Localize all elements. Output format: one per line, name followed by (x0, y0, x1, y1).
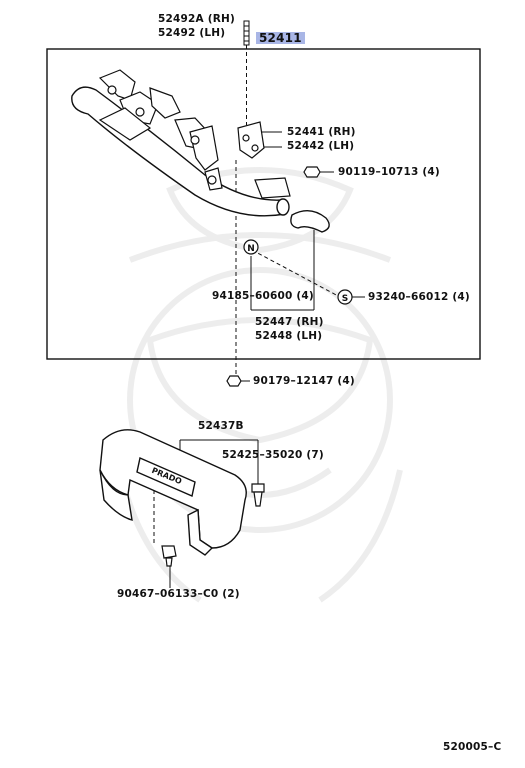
marker-n-letter: N (247, 244, 255, 254)
clip-52425 (251, 483, 265, 507)
label-90179: 90179–12147 (4) (253, 375, 355, 387)
label-90119: 90119–10713 (4) (338, 166, 440, 178)
label-52437b: 52437B (198, 420, 244, 432)
clip-90467 (161, 545, 177, 567)
label-52492: 52492 (LH) (158, 27, 226, 39)
label-94185: 94185–60600 (4) (212, 290, 314, 302)
label-52448: 52448 (LH) (255, 330, 323, 342)
bracket-52447 (98, 69, 291, 199)
marker-n-circle (243, 239, 259, 255)
marker-s-circle (337, 289, 353, 305)
label-52441: 52441 (RH) (287, 126, 356, 138)
label-90467: 90467–06133–C0 (2) (117, 588, 240, 600)
label-52492a: 52492A (RH) (158, 13, 235, 25)
nut-90179 (226, 375, 242, 387)
stud-52492 (243, 20, 250, 46)
label-52425: 52425–35020 (7) (222, 449, 324, 461)
bumper-guard: PRADO (99, 429, 247, 556)
bracket-52441 (237, 121, 265, 159)
bolt-90119 (303, 166, 321, 178)
diagram-code: 520005–C (443, 741, 502, 753)
marker-s-letter: S (342, 294, 348, 304)
label-52442: 52442 (LH) (287, 140, 355, 152)
assembly-frame (46, 48, 481, 360)
label-52447: 52447 (RH) (255, 316, 324, 328)
label-93240: 93240–66012 (4) (368, 291, 470, 303)
label-52411: 52411 (256, 32, 305, 44)
